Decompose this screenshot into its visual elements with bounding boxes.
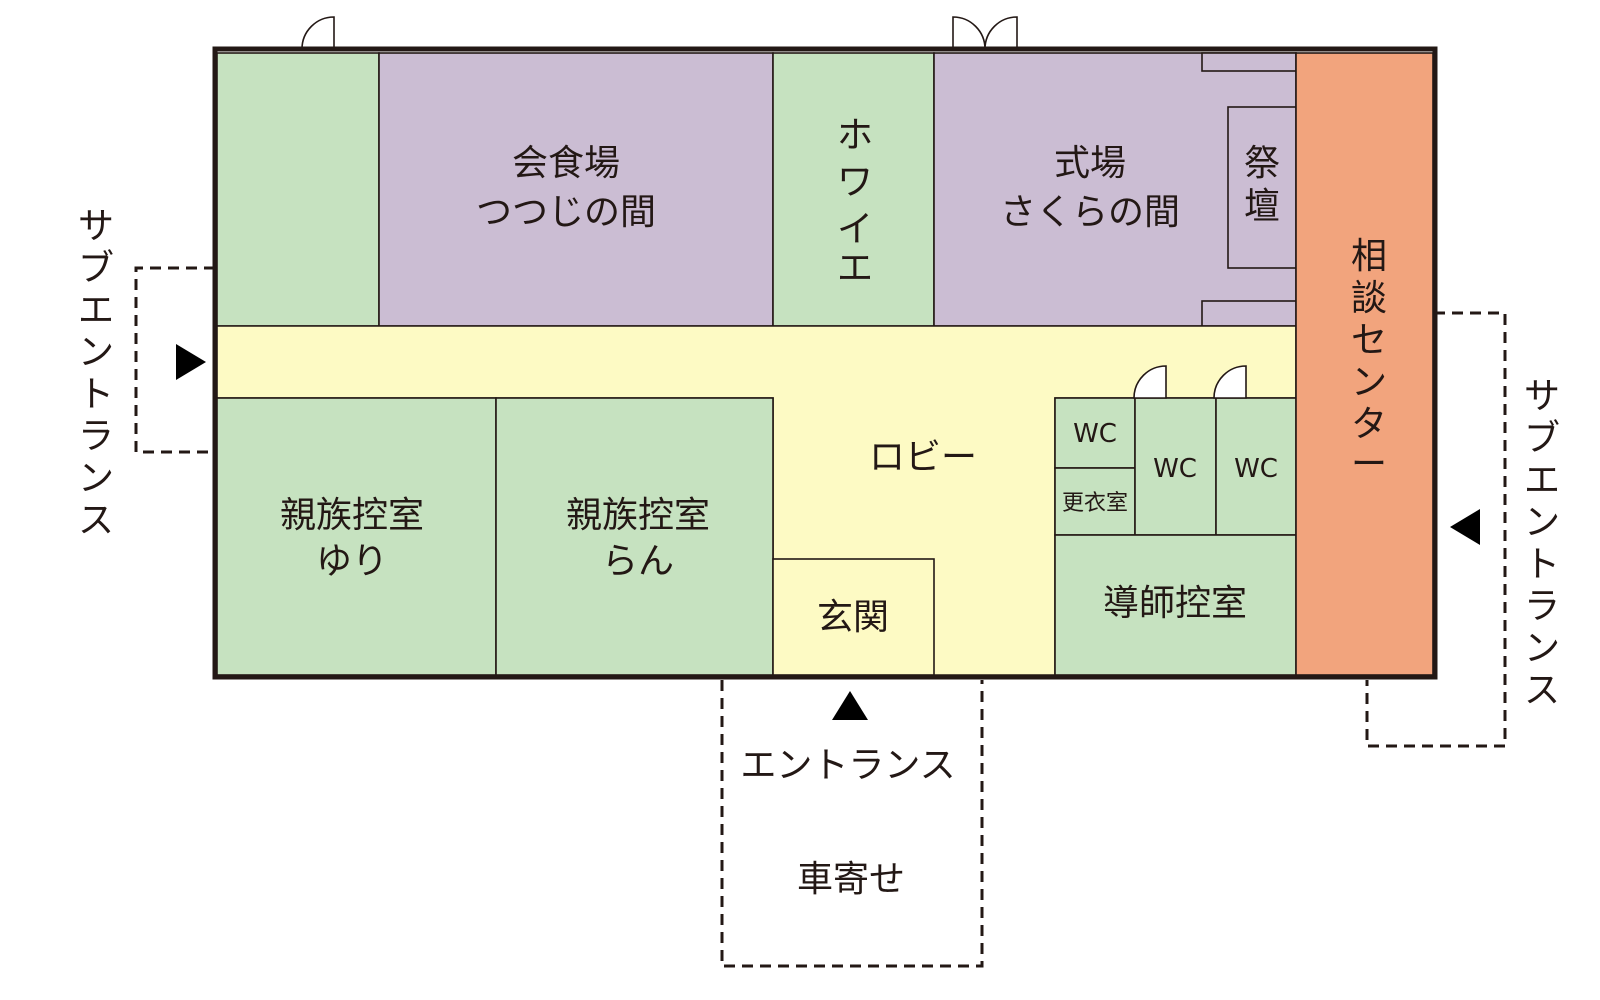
family-yuri-label-line2: ゆり: [316, 541, 388, 582]
sub-right-char-7: ン: [1524, 628, 1560, 669]
ceremony-bracket-top: [1201, 52, 1297, 72]
consult-label-char-4: ン: [1351, 362, 1387, 403]
ceremony-label-line2: さくらの間: [1000, 192, 1180, 233]
dining-label-line2: つつじの間: [476, 192, 656, 233]
room-labels: 会食場 つつじの間 ホ ワ イ エ 式場 さくらの間 祭 壇 相 談 セ ン タ…: [280, 115, 1387, 638]
door-swing-wc-middle: [1133, 365, 1167, 399]
room-family-yuri: [216, 397, 497, 676]
wc-doors: [1133, 365, 1247, 399]
sub-left-char-5: ト: [78, 374, 114, 415]
room-priest: [1054, 534, 1297, 676]
sub-left-char-3: エ: [78, 290, 114, 331]
entrance-arrows: [176, 344, 1480, 720]
dining-label-line1: 会食場: [512, 143, 620, 184]
room-altar: [1227, 106, 1297, 269]
room-green-topleft: [216, 52, 380, 327]
consult-label-char-1: 相: [1351, 236, 1387, 277]
room-dining: [378, 52, 774, 327]
sub-left-char-6: ラ: [78, 416, 114, 457]
consult-label-char-6: ー: [1351, 444, 1387, 485]
foyer-label-char-4: エ: [837, 248, 873, 289]
doors: [301, 16, 1018, 50]
entrance-label: エントランス: [740, 745, 955, 786]
sub-right-char-6: ラ: [1524, 586, 1560, 627]
family-ran-label-line2: らん: [602, 541, 674, 582]
sub-left-char-8: ス: [78, 500, 114, 541]
family-yuri-label-line1: 親族控室: [280, 495, 424, 536]
lobby-label: ロビー: [869, 437, 977, 478]
arrow-up-icon: [832, 691, 868, 720]
wc-small-label: WC: [1073, 419, 1117, 449]
wc-labels: WC WC WC 更衣室: [1062, 419, 1278, 516]
door-swing-top-center-left: [952, 16, 986, 50]
carport-label: 車寄せ: [797, 859, 905, 900]
outside-zones: [134, 266, 1507, 968]
altar-label-char-2: 壇: [1244, 186, 1280, 227]
sub-left-char-7: ン: [78, 458, 114, 499]
priest-label: 導師控室: [1103, 583, 1247, 624]
door-swing-top-left: [301, 16, 335, 50]
genkan-label: 玄関: [817, 597, 889, 638]
arrow-right-icon: [176, 344, 206, 380]
sub-entrance-right-zone: [1365, 311, 1507, 748]
room-wc-right: [1215, 397, 1297, 536]
consult-label-char-3: セ: [1351, 320, 1387, 361]
sub-right-char-4: ン: [1524, 502, 1560, 543]
foyer-label-char-3: イ: [837, 209, 873, 250]
outside-labels: サ ブ エ ン ト ラ ン ス サ ブ エ ン ト ラ ン ス エントランス 車…: [78, 206, 1560, 900]
door-swing-top-center-right: [984, 16, 1018, 50]
sub-right-char-3: エ: [1524, 460, 1560, 501]
wc-middle-label: WC: [1153, 454, 1197, 484]
foyer-label-char-2: ワ: [837, 162, 873, 203]
room-consultation-center: [1295, 52, 1434, 676]
ceremony-bracket-bottom: [1201, 300, 1297, 327]
room-genkan: [772, 558, 935, 676]
wc-right-label: WC: [1234, 454, 1278, 484]
foyer-label-char-1: ホ: [837, 115, 873, 156]
door-swing-wc-right: [1213, 365, 1247, 399]
ceremony-label-line1: 式場: [1054, 143, 1126, 184]
building-outer-wall: [212, 46, 1438, 680]
consult-label-char-2: 談: [1351, 278, 1387, 319]
rooms: [216, 52, 1434, 676]
room-wc-middle: [1134, 397, 1217, 536]
sub-right-char-8: ス: [1524, 670, 1560, 711]
room-family-ran: [495, 397, 774, 676]
room-wc-small: [1054, 397, 1136, 469]
consult-label-char-5: タ: [1351, 404, 1387, 445]
sub-left-char-2: ブ: [78, 248, 114, 289]
sub-entrance-left-zone: [134, 266, 215, 454]
sub-left-char-4: ン: [78, 332, 114, 373]
room-dressing: [1054, 467, 1136, 536]
sub-right-char-5: ト: [1524, 544, 1560, 585]
sub-left-char-1: サ: [78, 206, 114, 247]
sub-right-char-2: ブ: [1524, 418, 1560, 459]
altar-label-char-1: 祭: [1244, 143, 1280, 184]
arrow-left-icon: [1450, 509, 1480, 545]
carport-zone: [720, 680, 984, 968]
dressing-label: 更衣室: [1062, 491, 1128, 516]
family-ran-label-line1: 親族控室: [566, 495, 710, 536]
sub-right-char-1: サ: [1524, 376, 1560, 417]
